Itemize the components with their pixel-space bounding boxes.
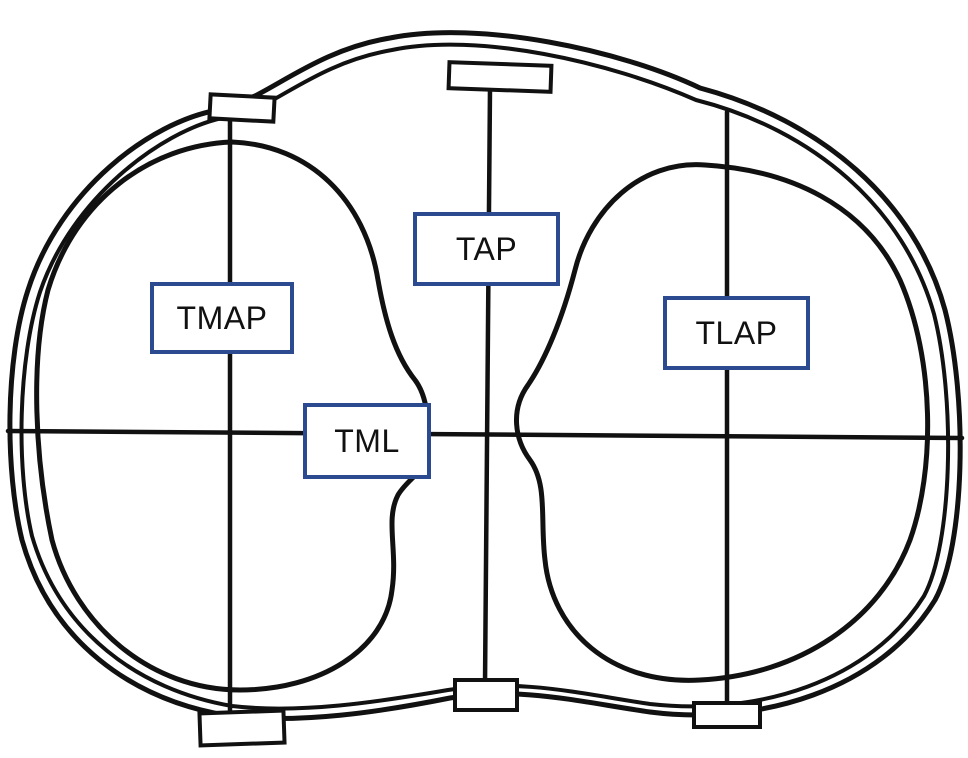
tap-posterior-marker	[453, 678, 519, 712]
medial-compartment-outline	[34, 139, 431, 693]
tap-label: TAP	[413, 212, 560, 286]
tap-anterior-marker	[446, 60, 554, 94]
tmap-label: TMAP	[150, 282, 294, 354]
tibia-outer-outline	[7, 30, 963, 722]
tibia-outer-outline-inner-stroke	[19, 42, 951, 711]
tlap-posterior-marker	[692, 701, 762, 729]
tlap-label: TLAP	[663, 296, 810, 370]
tmap-posterior-marker	[197, 708, 287, 748]
central-ap-axis-line	[482, 85, 493, 687]
lateral-compartment-outline	[514, 162, 931, 683]
tml-label: TML	[303, 403, 431, 479]
tmap-anterior-marker	[207, 92, 277, 124]
